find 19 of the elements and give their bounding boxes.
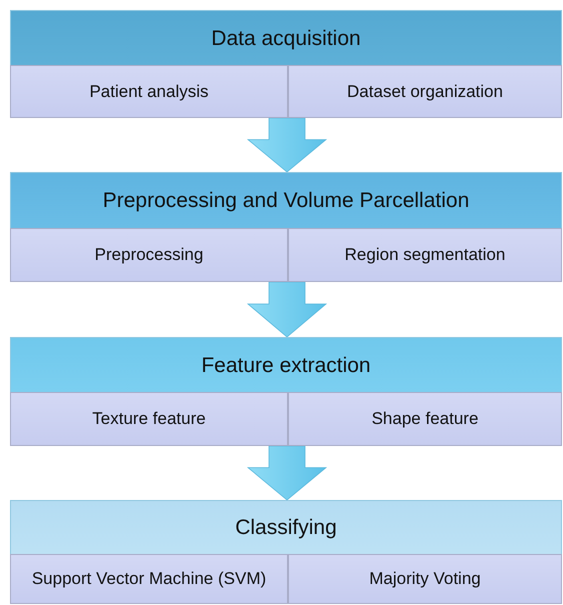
stage-title: Classifying <box>235 516 337 540</box>
stage-panel <box>10 500 562 604</box>
step-box: Region segmentation <box>288 228 562 282</box>
step-box: Texture feature <box>10 392 288 446</box>
step-box: Majority Voting <box>288 554 562 604</box>
step-box: Shape feature <box>288 392 562 446</box>
stage-panel <box>10 10 562 118</box>
stage-title: Feature extraction <box>201 354 371 378</box>
stage-title: Data acquisition <box>211 26 361 50</box>
step-box: Support Vector Machine (SVM) <box>10 554 288 604</box>
step-box: Dataset organization <box>288 65 562 118</box>
stage-panel <box>10 172 562 282</box>
down-arrow <box>246 446 328 501</box>
step-box: Patient analysis <box>10 65 288 118</box>
stage-panel <box>10 337 562 446</box>
down-arrow <box>246 282 328 338</box>
down-arrow <box>246 118 328 173</box>
stage-title: Preprocessing and Volume Parcellation <box>102 189 470 213</box>
step-box: Preprocessing <box>10 228 288 282</box>
